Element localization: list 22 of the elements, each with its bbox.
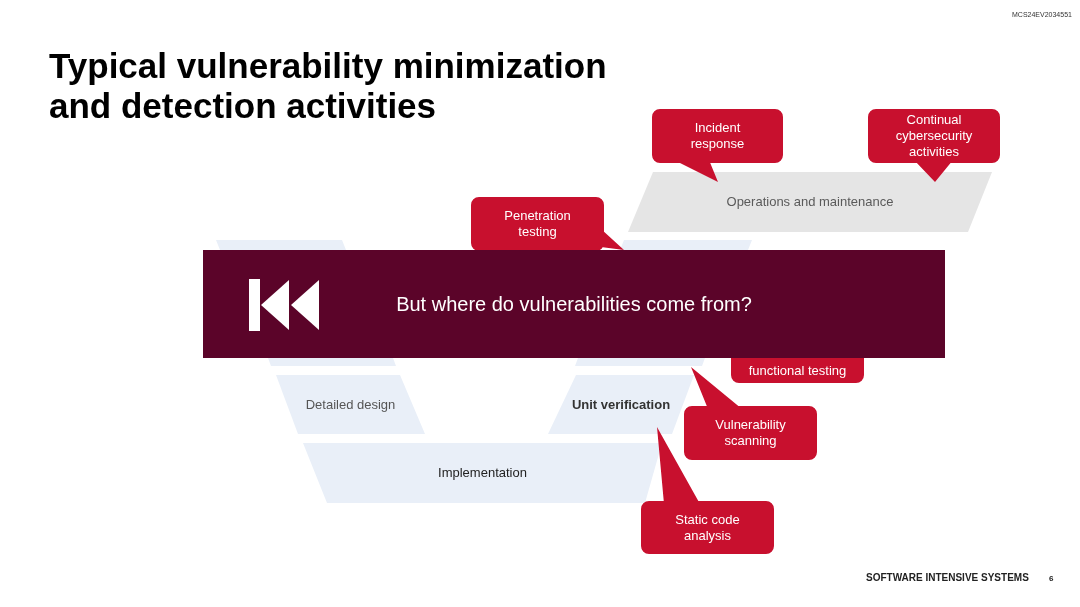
band-strip (575, 358, 705, 366)
callout-text: Continual cybersecurity activities (894, 112, 974, 160)
callout-text: Static code analysis (674, 511, 741, 544)
band-strip (620, 240, 752, 250)
speech-bubble (731, 358, 864, 383)
band-label: Implementation (438, 465, 527, 481)
callout-text: functional testing (748, 362, 847, 379)
band-strip (268, 358, 396, 366)
slide-title: Typical vulnerability minimization and detection activities (49, 46, 608, 126)
phase-band (303, 443, 662, 503)
page-number: 6 (1049, 573, 1054, 584)
speech-bubble (471, 197, 624, 251)
question-banner (203, 250, 945, 358)
banner-text: But where do vulnerabilities come from? (396, 292, 752, 316)
footer-text: SOFTWARE INTENSIVE SYSTEMS (866, 572, 1029, 584)
callout-text: Penetration testing (503, 208, 572, 240)
callout-text: Vulnerability scanning (714, 417, 787, 449)
band-label: Detailed design (305, 396, 396, 413)
band-label: Operations and maintenance (726, 194, 894, 210)
band-strip (216, 240, 346, 250)
band-label: Unit verification (571, 396, 671, 413)
callout-text: Incident response (689, 120, 746, 152)
